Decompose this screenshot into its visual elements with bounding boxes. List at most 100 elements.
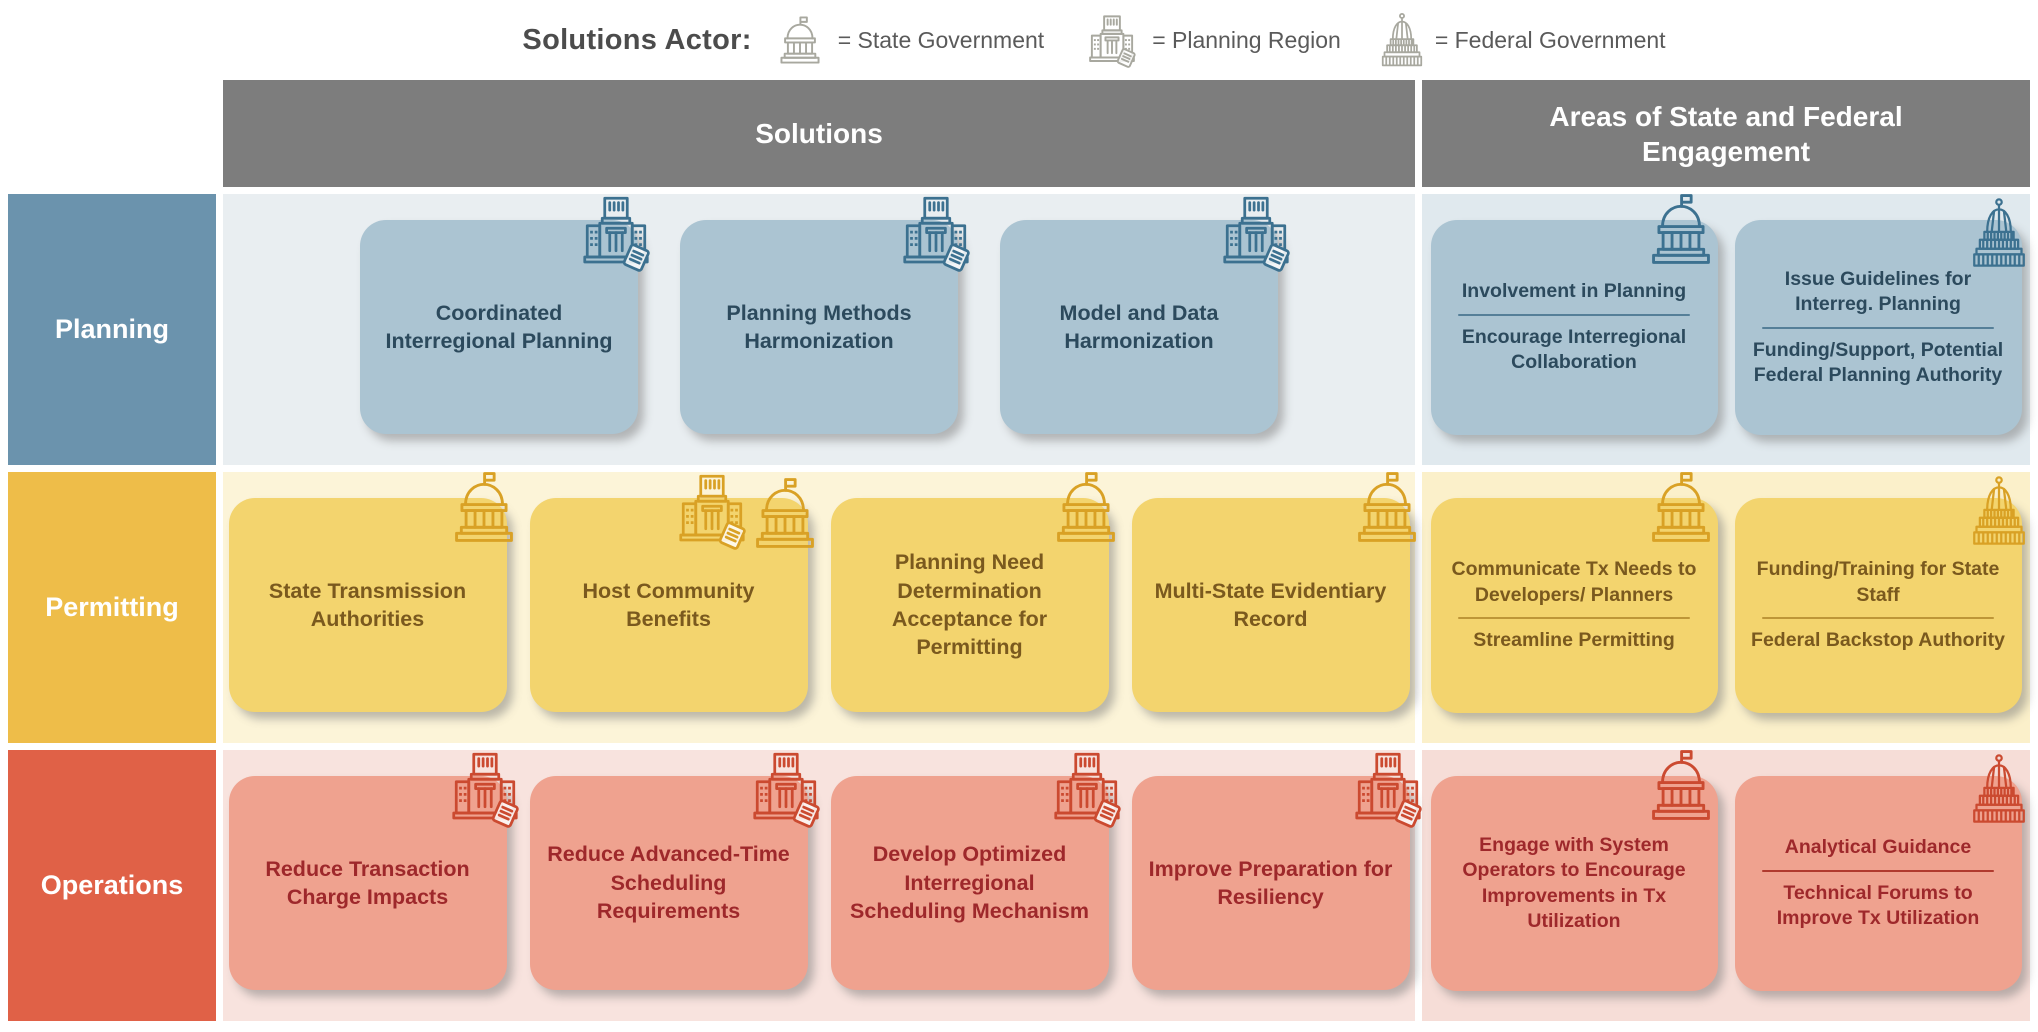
matrix-corner-spacer — [8, 80, 216, 187]
card-icons — [1972, 748, 2026, 826]
legend-item-region: = Planning Region — [1084, 12, 1341, 68]
card-divider — [1762, 617, 1994, 620]
legend-item-federal: = Federal Government — [1381, 11, 1666, 69]
card-icons — [443, 470, 525, 544]
planning-region-icon — [1348, 748, 1428, 828]
legend-item-label: = Planning Region — [1152, 26, 1341, 53]
card-bottom-text: Encourage Interregional Collaboration — [1461, 325, 1687, 374]
engagement-card: Issue Guidelines for Interreg. Planning … — [1734, 220, 2022, 435]
state-government-icon — [1640, 192, 1722, 266]
legend-title: Solutions Actor: — [522, 23, 752, 56]
planning-region-icon — [445, 748, 525, 828]
card-bottom-text: Streamline Permitting — [1473, 629, 1675, 652]
engagement-cell-operations: Engage with System Operators to Encourag… — [1422, 750, 2030, 1021]
solution-card: Planning Methods Harmonization — [680, 220, 958, 434]
solution-card: Coordinated Interregional Planning — [360, 220, 638, 434]
solution-card: Model and Data Harmonization — [1000, 220, 1278, 434]
federal-government-icon — [1972, 470, 2026, 552]
planning-region-icon — [746, 748, 826, 828]
card-top-text: Engage with System Operators to Encourag… — [1462, 833, 1686, 932]
state-government-icon — [1640, 470, 1722, 544]
card-icons — [1972, 470, 2026, 548]
card-icons — [1348, 748, 1428, 828]
solution-card: Reduce Advanced-Time Scheduling Requirem… — [529, 776, 808, 990]
card-title: Planning Need Determination Acceptance f… — [891, 550, 1048, 660]
solution-card: Multi-State Evidentiary Record — [1131, 498, 1410, 712]
engagement-card: Communicate Tx Needs to Developers/ Plan… — [1430, 498, 1718, 713]
card-divider — [1762, 326, 1994, 329]
card-title: Multi-State Evidentiary Record — [1154, 578, 1387, 631]
card-icons — [1640, 192, 1722, 266]
solution-card: Host Community Benefits — [529, 498, 808, 712]
column-header-engagement: Areas of State and Federal Engagement — [1422, 80, 2030, 187]
engagement-cell-permitting: Communicate Tx Needs to Developers/ Plan… — [1422, 472, 2030, 743]
federal-government-icon — [1972, 748, 2026, 830]
engagement-card: Analytical Guidance Technical Forums to … — [1734, 776, 2022, 991]
solution-card: Improve Preparation for Resiliency — [1131, 776, 1410, 990]
card-title: Reduce Advanced-Time Scheduling Requirem… — [547, 842, 790, 924]
planning-region-icon — [1047, 748, 1127, 828]
solution-card: Planning Need Determination Acceptance f… — [830, 498, 1109, 712]
card-title: Coordinated Interregional Planning — [385, 300, 613, 353]
legend: Solutions Actor: = State Government = Pl… — [95, 0, 2038, 80]
card-title: Improve Preparation for Resiliency — [1148, 856, 1393, 909]
card-icons — [896, 192, 976, 272]
state-government-icon — [1640, 748, 1722, 822]
card-icons — [1346, 470, 1428, 544]
planning-region-icon — [576, 192, 656, 272]
card-bottom-text: Technical Forums to Improve Tx Utilizati… — [1776, 881, 1980, 930]
column-header-solutions: Solutions — [223, 80, 1415, 187]
card-title: Develop Optimized Interregional Scheduli… — [850, 842, 1089, 924]
engagement-card: Involvement in Planning Encourage Interr… — [1430, 220, 1718, 435]
card-icons — [1972, 192, 2026, 270]
engagement-card: Engage with System Operators to Encourag… — [1430, 776, 1718, 991]
solutions-matrix: Solutions Areas of State and Federal Eng… — [0, 80, 2038, 1021]
solution-card: Reduce Transaction Charge Impacts — [228, 776, 507, 990]
card-bottom-text: Funding/Support, Potential Federal Plann… — [1752, 338, 2004, 386]
solutions-cell-operations: Reduce Transaction Charge Impacts Reduce… — [223, 750, 1415, 1021]
engagement-card: Funding/Training for State Staff Federal… — [1734, 498, 2022, 713]
solution-card: State Transmission Authorities — [228, 498, 507, 712]
card-icons — [1216, 192, 1296, 272]
card-icons — [1640, 748, 1722, 822]
card-divider — [1762, 869, 1994, 872]
planning-region-icon — [1084, 12, 1140, 68]
card-icons — [1047, 748, 1127, 828]
federal-government-icon — [1381, 11, 1423, 69]
card-top-text: Funding/Training for State Staff — [1756, 558, 2000, 606]
card-top-text: Involvement in Planning — [1461, 280, 1687, 303]
card-title: State Transmission Authorities — [268, 578, 467, 631]
row-label-planning: Planning — [8, 194, 216, 465]
planning-region-icon — [1216, 192, 1296, 272]
card-icons — [1045, 470, 1127, 544]
card-icons — [672, 470, 826, 550]
state-government-icon — [774, 15, 826, 65]
card-bottom-text: Federal Backstop Authority — [1751, 629, 2005, 652]
federal-government-icon — [1972, 192, 2026, 274]
row-label-permitting: Permitting — [8, 472, 216, 743]
card-icons — [746, 748, 826, 828]
planning-region-icon — [672, 470, 752, 550]
card-icons — [576, 192, 656, 272]
solution-card: Develop Optimized Interregional Scheduli… — [830, 776, 1109, 990]
solutions-cell-permitting: State Transmission Authorities Host Comm… — [223, 472, 1415, 743]
card-divider — [1458, 617, 1690, 620]
legend-item-label: = State Government — [837, 26, 1045, 53]
solutions-cell-planning: Coordinated Interregional Planning Plann… — [223, 194, 1415, 465]
card-icons — [445, 748, 525, 828]
state-government-icon — [1045, 470, 1127, 544]
card-title: Model and Data Harmonization — [1059, 300, 1219, 353]
planning-region-icon — [896, 192, 976, 272]
card-top-text: Analytical Guidance — [1784, 836, 1972, 859]
card-title: Planning Methods Harmonization — [726, 300, 912, 353]
state-government-icon — [744, 476, 826, 550]
engagement-cell-planning: Involvement in Planning Encourage Interr… — [1422, 194, 2030, 465]
legend-item-state: = State Government — [774, 15, 1044, 65]
card-title: Host Community Benefits — [582, 578, 755, 631]
card-icons — [1640, 470, 1722, 544]
row-label-operations: Operations — [8, 750, 216, 1021]
card-top-text: Issue Guidelines for Interreg. Planning — [1784, 267, 1972, 316]
card-title: Reduce Transaction Charge Impacts — [265, 856, 470, 909]
card-top-text: Communicate Tx Needs to Developers/ Plan… — [1451, 558, 1697, 606]
state-government-icon — [1346, 470, 1428, 544]
